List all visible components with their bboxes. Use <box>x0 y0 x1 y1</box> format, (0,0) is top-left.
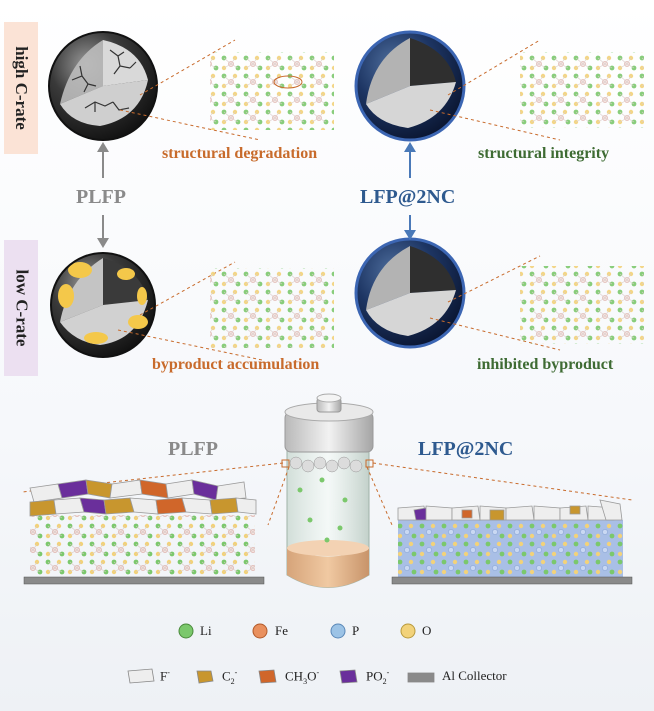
plfp-label: PLFP <box>76 186 126 208</box>
legend-o: O <box>422 623 432 638</box>
bottom-lfp2nc-label: LFP@2NC <box>418 438 514 460</box>
legend-p-marker <box>330 623 346 639</box>
structural-integrity-caption: structural integrity <box>478 145 610 162</box>
legend-c2: C2- <box>222 668 238 686</box>
low-c-rate-label: low C-rate <box>4 240 38 376</box>
lfp2nc-label: LFP@2NC <box>360 186 456 208</box>
inhibited-byproduct-caption: inhibited byproduct <box>477 356 614 373</box>
lfp2nc-up-arrow <box>404 142 416 178</box>
battery-jar <box>281 393 374 588</box>
legend-p: P <box>352 623 360 638</box>
plfp-down-arrow <box>97 215 109 248</box>
plfp-high-lattice <box>210 52 334 130</box>
legend-ch3o-marker <box>258 669 277 684</box>
legend-li: Li <box>200 623 212 638</box>
high-c-rate-label: high C-rate <box>4 22 38 154</box>
legend-al-collector: Al Collector <box>442 668 507 683</box>
legend-po2: PO2- <box>366 668 390 686</box>
lfp2nc-low-sphere <box>354 237 466 349</box>
structural-degradation-caption: structural degradation <box>162 145 318 162</box>
legend-fe: Fe <box>275 623 288 638</box>
plfp-low-sphere <box>50 252 156 358</box>
bottom-plfp-label: PLFP <box>168 438 218 460</box>
legend-ch3o: CH3O- <box>285 668 320 686</box>
lfp2nc-high-lattice <box>520 52 644 128</box>
legend-li-marker <box>178 623 194 639</box>
legend-atom-markers <box>178 623 416 639</box>
legend-f-marker <box>127 668 155 684</box>
lfp2nc-electrode <box>391 499 633 585</box>
plfp-low-lattice <box>210 268 334 348</box>
plfp-high-sphere <box>48 31 158 141</box>
legend-f: F- <box>160 668 170 684</box>
lfp2nc-down-arrow <box>404 215 416 240</box>
legend-po2-marker <box>339 669 358 684</box>
legend-o-marker <box>400 623 416 639</box>
plfp-electrode <box>23 479 265 585</box>
legend-species-markers <box>127 668 435 684</box>
lfp2nc-high-sphere <box>354 30 466 142</box>
byproduct-accumulation-caption: byproduct accumulation <box>152 356 320 373</box>
lfp2nc-low-lattice <box>520 266 644 344</box>
plfp-up-arrow <box>97 142 109 178</box>
legend-fe-marker <box>252 623 268 639</box>
legend-c2-marker <box>196 670 214 684</box>
legend-al-collector-marker <box>407 672 435 683</box>
